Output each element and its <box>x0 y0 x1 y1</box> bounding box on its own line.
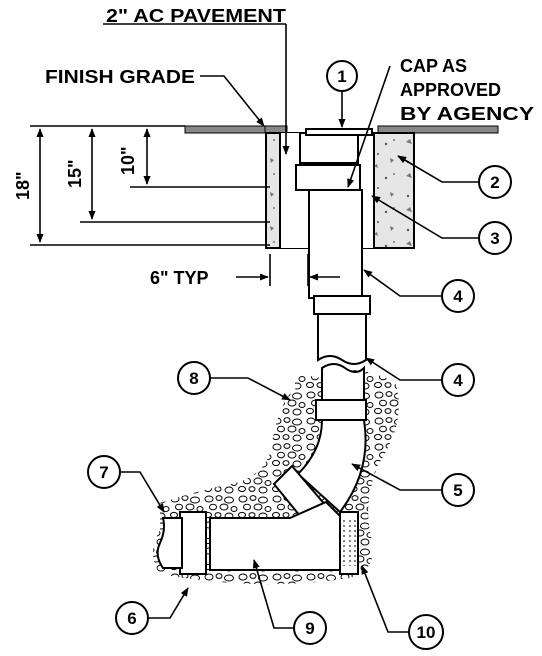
callout-3-number: 3 <box>490 229 499 248</box>
callout-7: 7 <box>87 455 121 489</box>
callout-2-number: 2 <box>490 173 499 192</box>
dim-15-label: 15" <box>65 159 85 188</box>
callout-9-number: 9 <box>305 619 314 638</box>
callout-3: 3 <box>478 221 512 255</box>
leader-lines <box>103 23 478 633</box>
callout-5-number: 5 <box>453 481 462 500</box>
callout-10-number: 10 <box>417 623 436 642</box>
callout-4-upper: 4 <box>441 279 475 313</box>
lower-pipe <box>156 363 367 575</box>
callout-5: 5 <box>441 473 475 507</box>
callout-2: 2 <box>478 165 512 199</box>
callout-6-number: 6 <box>127 609 136 628</box>
callout-4-lower-number: 4 <box>453 371 463 390</box>
callout-4-upper-number: 4 <box>453 287 463 306</box>
callout-4-lower: 4 <box>441 363 475 397</box>
dim-10-label: 10" <box>118 146 138 175</box>
callout-9: 9 <box>293 611 327 645</box>
callout-7-number: 7 <box>99 463 108 482</box>
cap-label-line3: BY AGENCY <box>400 104 534 124</box>
cap-label-line2: APPROVED <box>400 80 501 100</box>
callout-10: 10 <box>408 614 444 650</box>
callout-8-number: 8 <box>189 369 198 388</box>
dim-18-label: 18" <box>13 171 33 200</box>
dimension-lines <box>30 125 340 286</box>
pavement-surface <box>184 125 499 134</box>
cap-label-line1: CAP AS <box>400 56 467 76</box>
ac-pavement-label: 2" AC PAVEMENT <box>106 6 286 26</box>
riser-pipe <box>308 189 371 365</box>
finish-grade-label: FINISH GRADE <box>45 67 195 87</box>
callout-6: 6 <box>115 601 149 635</box>
callout-1-number: 1 <box>337 67 346 86</box>
callout-8: 8 <box>177 361 211 395</box>
callout-1: 1 <box>326 60 358 92</box>
typ-6-label: 6" TYP <box>150 268 209 288</box>
